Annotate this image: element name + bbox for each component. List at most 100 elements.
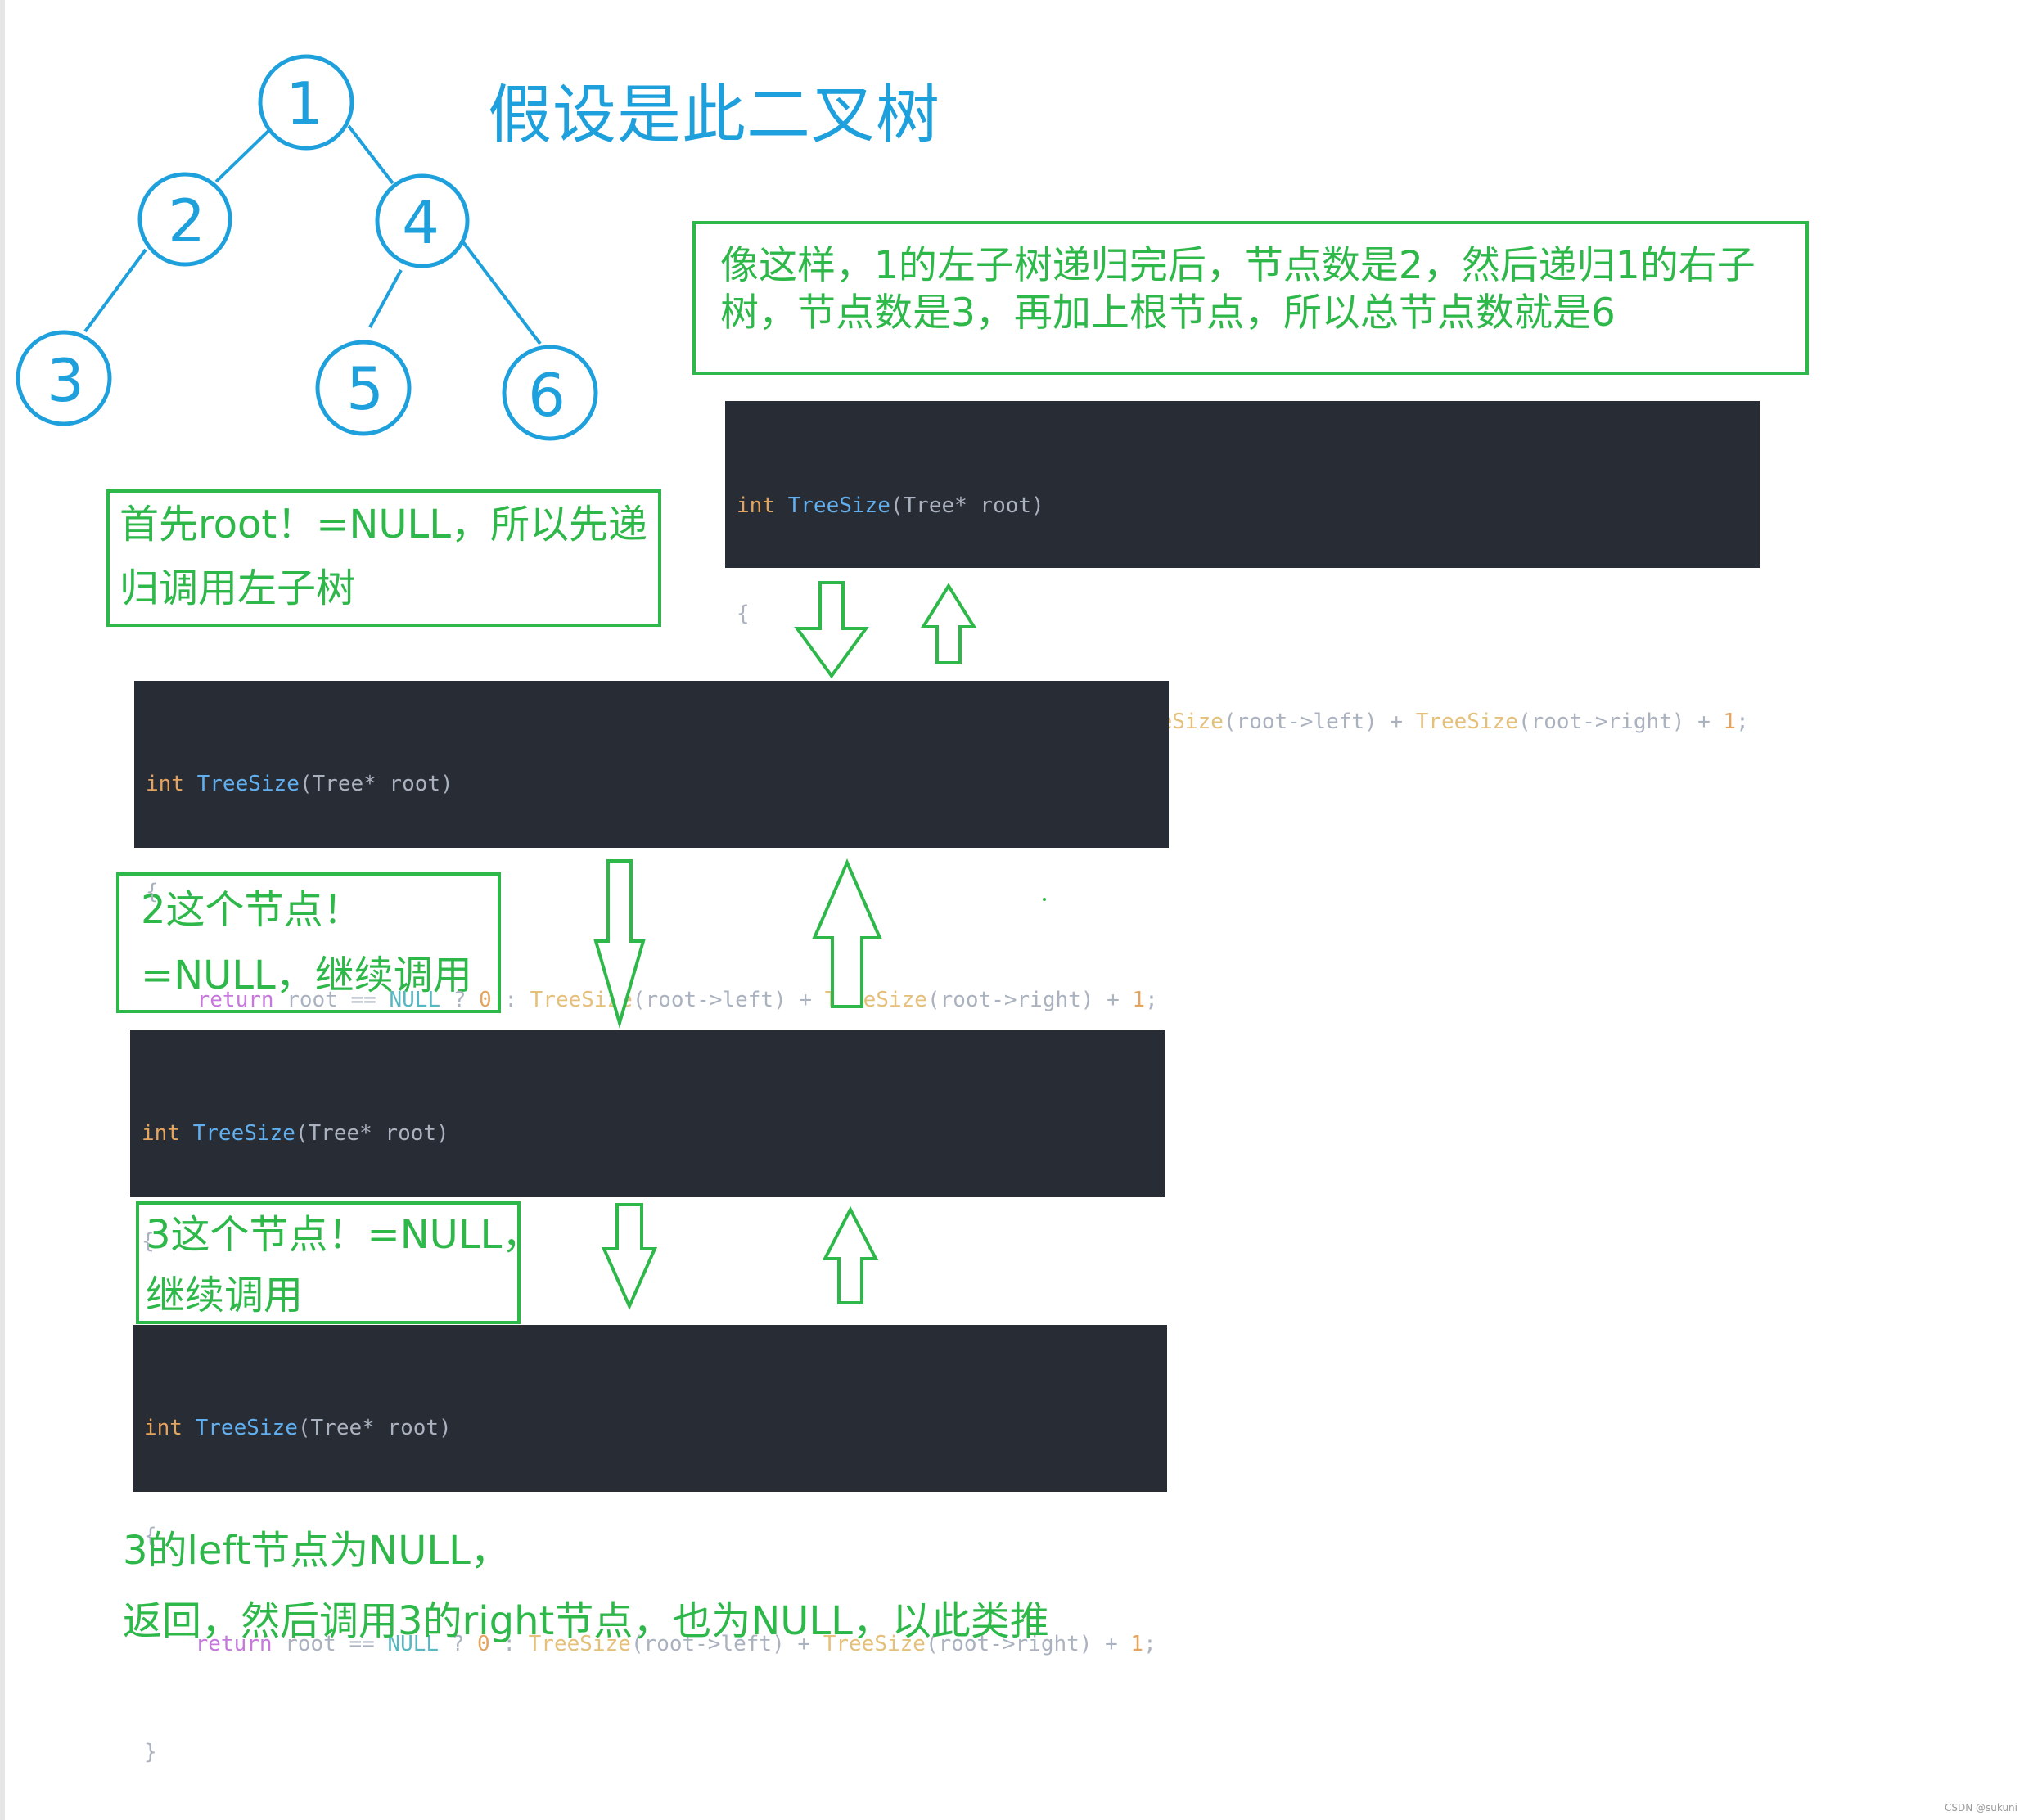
code-left-arg: (root->left) [630, 1632, 785, 1656]
tree-node-6-circle [502, 345, 598, 441]
code-plus-one: + [1684, 710, 1724, 734]
arrow-down-2 [593, 859, 646, 1029]
code-right-arg: (root->right) [1517, 710, 1685, 734]
code-line-signature: int TreeSize(Tree* root) [737, 488, 1748, 524]
code-plus: + [786, 988, 825, 1012]
arrow-up-3 [822, 1205, 879, 1304]
code-semicolon: ; [1143, 1632, 1156, 1656]
code-null: NULL [387, 1632, 440, 1656]
code-plus-one: + [1092, 1632, 1131, 1656]
summary-note-line-1: 像这样，1的左子树递归完后，节点数是2，然后递归1的右子 [720, 243, 1756, 288]
code-left-arg: (root->left) [1223, 710, 1377, 734]
code-zero: 0 [479, 988, 492, 1012]
code-block-root: int TreeSize(Tree* root) { return root =… [725, 401, 1760, 842]
code-int-keyword: int [142, 1121, 180, 1146]
edge-4-5 [368, 269, 403, 328]
code-params: (Tree* root) [299, 772, 453, 796]
binary-tree-diagram: 1 2 4 3 5 6 [16, 54, 598, 441]
tree-node-5-circle [315, 340, 412, 436]
code-question: ? [440, 988, 480, 1012]
code-right-arg: (root->right) [926, 988, 1094, 1012]
code-line-open: { [146, 880, 159, 904]
tree-node-4: 4 [402, 188, 440, 257]
tree-node-6: 6 [528, 361, 566, 430]
arrow-down-3 [601, 1203, 658, 1310]
code-line-close: } [144, 1740, 157, 1764]
code-left-arg: (root->left) [632, 988, 787, 1012]
node2-note-line-1: 2这个节点！ [141, 887, 363, 933]
code-line-return: return root == NULL ? 0 : TreeSize(root-… [146, 982, 1158, 1018]
summary-note-line-2: 树，节点数是3，再加上根节点，所以总节点数就是6 [720, 291, 1616, 336]
first-call-note-line-1: 首先root！=NULL，所以先递 [119, 502, 647, 547]
code-int-keyword: int [144, 1416, 183, 1440]
code-plus: + [784, 1632, 823, 1656]
code-int-keyword: int [146, 772, 184, 796]
code-line-signature: int TreeSize(Tree* root) [144, 1410, 1156, 1446]
arrow-down-1 [794, 581, 869, 679]
code-plus: + [1377, 710, 1416, 734]
code-params: (Tree* root) [295, 1121, 449, 1146]
bottom-explanation-line-2: 返回，然后调用3的right节点，也为NULL，以此类推 [123, 1598, 1049, 1644]
tree-node-2: 2 [168, 187, 205, 255]
code-line-return: return root == NULL ? 0 : TreeSize(root-… [144, 1626, 1156, 1662]
tree-node-3: 3 [47, 346, 84, 415]
code-right-arg: (root->right) [925, 1632, 1093, 1656]
tree-node-3-circle [16, 330, 112, 426]
code-function-name: TreeSize [192, 1121, 295, 1146]
code-function-name: TreeSize [196, 772, 300, 796]
first-call-note: 首先root！=NULL，所以先递 归调用左子树 [106, 489, 661, 627]
code-colon: : [489, 1632, 529, 1656]
code-line-open: { [142, 1229, 155, 1254]
code-return-keyword: return [196, 988, 274, 1012]
code-int-keyword: int [737, 493, 775, 518]
code-return-keyword: return [195, 1632, 273, 1656]
summary-note: 像这样，1的左子树递归完后，节点数是2，然后递归1的右子 树，节点数是3，再加上… [692, 221, 1809, 375]
code-condition: root == [272, 1632, 388, 1656]
code-one: 1 [1130, 1632, 1144, 1656]
page-left-edge [0, 0, 5, 1820]
code-null: NULL [389, 988, 441, 1012]
arrow-up-2 [811, 858, 883, 1008]
code-call-right: TreeSize [1415, 710, 1518, 734]
code-line-open: { [737, 601, 750, 626]
tree-node-1-circle [258, 54, 354, 151]
code-function-name: TreeSize [195, 1416, 298, 1440]
edge-1-4 [347, 124, 394, 185]
node3-note-line-1: 3这个节点！=NULL， [146, 1212, 521, 1258]
code-block-node3-left: int TreeSize(Tree* root) { return root =… [133, 1325, 1167, 1764]
code-params: (Tree* root) [890, 493, 1044, 518]
stray-dot [1043, 898, 1046, 901]
code-line-signature: int TreeSize(Tree* root) [142, 1115, 1153, 1151]
code-line-signature: int TreeSize(Tree* root) [146, 766, 1157, 802]
code-semicolon: ; [1736, 710, 1749, 734]
csdn-watermark: CSDN @sukuni [1944, 1802, 2017, 1813]
tree-title: 假设是此二叉树 [488, 79, 941, 152]
code-block-node2: int TreeSize(Tree* root) { return root =… [134, 681, 1169, 1120]
bottom-explanation-line-1: 3的left节点为NULL， [123, 1528, 510, 1574]
bottom-explanation: 3的left节点为NULL， 返回，然后调用3的right节点，也为NULL，以… [123, 1516, 1049, 1656]
tree-node-1: 1 [286, 70, 323, 138]
code-function-name: TreeSize [787, 493, 890, 518]
edge-4-6 [462, 241, 542, 345]
code-zero: 0 [477, 1632, 490, 1656]
code-plus-one: + [1093, 988, 1133, 1012]
edge-2-3 [83, 248, 147, 333]
edge-1-2 [214, 129, 270, 183]
tree-node-5: 5 [346, 354, 384, 423]
node3-note-line-2: 继续调用 [146, 1273, 304, 1318]
node2-note: 2这个节点！ =NULL，继续调用 [116, 872, 501, 1013]
code-semicolon: ; [1145, 988, 1158, 1012]
code-call-right: TreeSize [823, 1632, 926, 1656]
code-one: 1 [1723, 710, 1737, 734]
tree-node-2-circle [137, 172, 232, 267]
code-line-open: { [144, 1524, 157, 1548]
code-question: ? [439, 1632, 478, 1656]
code-one: 1 [1132, 988, 1146, 1012]
code-params: (Tree* root) [297, 1416, 452, 1440]
code-condition: root == [273, 988, 390, 1012]
arrow-up-1 [920, 583, 977, 664]
tree-node-4-circle [375, 173, 470, 268]
node3-note: 3这个节点！=NULL， 继续调用 [136, 1201, 521, 1324]
code-colon: : [491, 988, 530, 1012]
